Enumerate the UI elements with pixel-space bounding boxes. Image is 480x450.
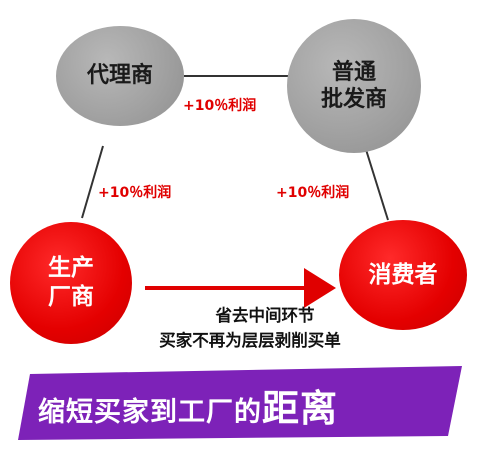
- profit-label-top: +10％利润: [183, 98, 257, 114]
- arrow-caption-line2: 买家不再为层层剥削买单: [159, 331, 341, 350]
- node-wholesaler-label-line1: 普通: [331, 59, 376, 85]
- node-agent-label: 代理商: [86, 63, 153, 89]
- banner-main-text: 缩短买家到工厂的: [38, 397, 262, 428]
- profit-label-left: +10％利润: [98, 185, 172, 201]
- node-manufacturer-label-line2: 厂商: [48, 284, 94, 310]
- banner-text: 缩短买家到工厂的 距离: [38, 378, 338, 434]
- line-agent-manufacturer: [81, 145, 104, 219]
- line-wholesaler-consumer: [362, 139, 389, 221]
- node-consumer: 消费者: [339, 220, 467, 330]
- node-manufacturer-label-line1: 生产: [48, 255, 94, 282]
- slogan-banner: 缩短买家到工厂的 距离: [0, 366, 480, 440]
- node-agent: 代理商: [56, 26, 184, 126]
- banner-emphasis-text: 距离: [262, 387, 338, 430]
- node-consumer-label: 消费者: [368, 261, 438, 288]
- node-manufacturer: 生产 厂商: [10, 222, 132, 344]
- profit-label-right: +10％利润: [276, 185, 350, 201]
- node-wholesaler-label-line2: 批发商: [320, 87, 387, 112]
- node-wholesaler: 普通 批发商: [287, 19, 421, 153]
- arrow-caption-line1: 省去中间环节: [215, 306, 315, 325]
- banner-background: [18, 366, 462, 440]
